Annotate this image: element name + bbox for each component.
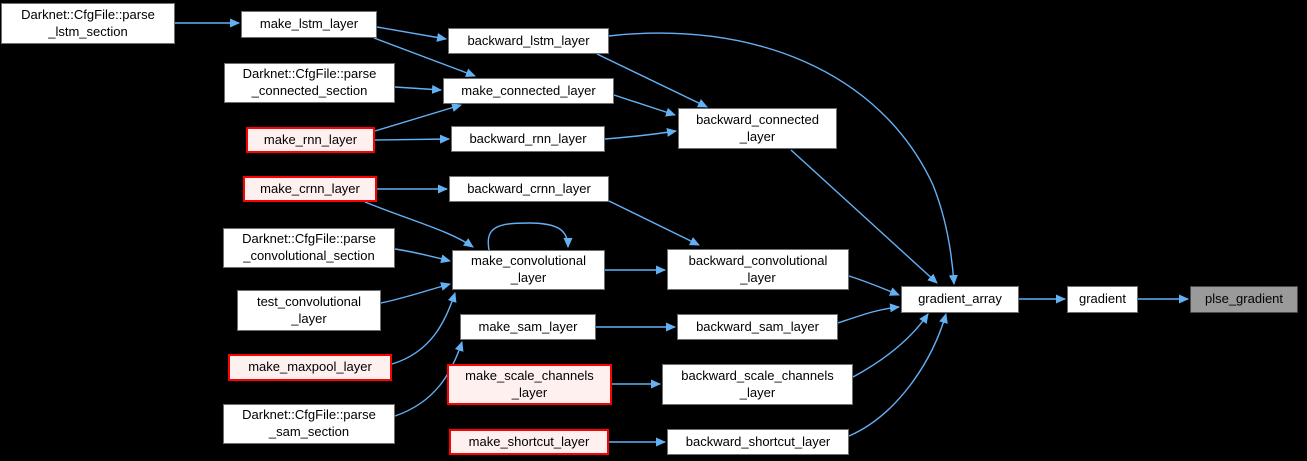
edge-make-crnn-layer-to-make-convolutional-layer — [364, 201, 474, 248]
graph-node-backward-lstm-layer[interactable]: backward_lstm_layer — [448, 28, 609, 54]
edge-backward-convolutional-layer-to-gradient-array — [848, 275, 900, 296]
edge-make-rnn-layer-to-backward-rnn-layer — [374, 134, 450, 144]
graph-node-plse-gradient: plse_gradient — [1190, 286, 1298, 313]
edge-parse-sam-section-to-make-sam-layer — [394, 341, 464, 417]
graph-node-make-shortcut-layer[interactable]: make_shortcut_layer — [449, 429, 609, 455]
edge-backward-shortcut-layer-to-gradient-array — [848, 313, 948, 437]
graph-node-backward-crnn-layer[interactable]: backward_crnn_layer — [449, 176, 609, 202]
graph-node-backward-scale-channels-layer[interactable]: backward_scale_channels _layer — [662, 364, 853, 405]
edge-make-maxpool-layer-to-make-convolutional-layer — [391, 292, 457, 365]
graph-node-make-sam-layer[interactable]: make_sam_layer — [460, 314, 596, 340]
graph-node-make-scale-channels-layer[interactable]: make_scale_channels _layer — [447, 364, 612, 405]
edge-make-rnn-layer-to-make-connected-layer — [374, 103, 462, 132]
graph-node-make-connected-layer[interactable]: make_connected_layer — [443, 78, 614, 104]
graph-node-parse-sam-section[interactable]: Darknet::CfgFile::parse _sam_section — [223, 404, 395, 444]
graph-node-parse-connected-section[interactable]: Darknet::CfgFile::parse _connected_secti… — [224, 63, 395, 103]
edge-make-lstm-layer-to-make-connected-layer — [373, 37, 476, 78]
edge-parse-convolutional-section-to-make-convolutional-layer — [394, 248, 451, 264]
edge-backward-lstm-layer-to-backward-connected-layer — [596, 53, 708, 108]
edge-make-connected-layer-to-backward-connected-layer — [613, 94, 676, 117]
graph-node-parse-lstm-section[interactable]: Darknet::CfgFile::parse _lstm_section — [1, 3, 175, 44]
graph-node-backward-sam-layer[interactable]: backward_sam_layer — [677, 314, 838, 340]
graph-node-test-convolutional-layer[interactable]: test_convolutional _layer — [237, 290, 381, 331]
edge-test-convolutional-layer-to-make-convolutional-layer — [380, 282, 451, 304]
edge-backward-crnn-layer-to-backward-convolutional-layer — [608, 200, 700, 246]
edge-backward-lstm-layer-to-gradient-array — [608, 32, 958, 285]
edge-make-convolutional-layer-to-make-convolutional-layer — [487, 222, 573, 251]
graph-node-gradient-array[interactable]: gradient_array — [901, 286, 1019, 313]
edge-parse-connected-section-to-make-connected-layer — [394, 84, 442, 94]
graph-node-parse-convolutional-section[interactable]: Darknet::CfgFile::parse _convolutional_s… — [223, 228, 395, 268]
graph-node-make-maxpool-layer[interactable]: make_maxpool_layer — [228, 354, 392, 381]
edge-backward-scale-channels-layer-to-gradient-array — [852, 313, 929, 378]
edge-backward-sam-layer-to-gradient-array — [837, 303, 900, 324]
graph-node-backward-connected-layer[interactable]: backward_connected _layer — [678, 108, 837, 149]
graph-node-backward-convolutional-layer[interactable]: backward_convolutional _layer — [667, 249, 849, 290]
graph-node-backward-shortcut-layer[interactable]: backward_shortcut_layer — [667, 429, 849, 455]
graph-node-make-lstm-layer[interactable]: make_lstm_layer — [241, 11, 377, 38]
edge-backward-rnn-layer-to-backward-connected-layer — [604, 127, 677, 140]
graph-node-backward-rnn-layer[interactable]: backward_rnn_layer — [451, 126, 605, 152]
graph-node-make-rnn-layer[interactable]: make_rnn_layer — [246, 127, 375, 153]
edge-backward-connected-layer-to-gradient-array — [790, 149, 938, 284]
graph-node-make-crnn-layer[interactable]: make_crnn_layer — [243, 176, 377, 202]
graph-node-make-convolutional-layer[interactable]: make_convolutional _layer — [452, 250, 605, 290]
graph-node-gradient[interactable]: gradient — [1067, 286, 1138, 313]
edge-make-lstm-layer-to-backward-lstm-layer — [376, 26, 447, 42]
